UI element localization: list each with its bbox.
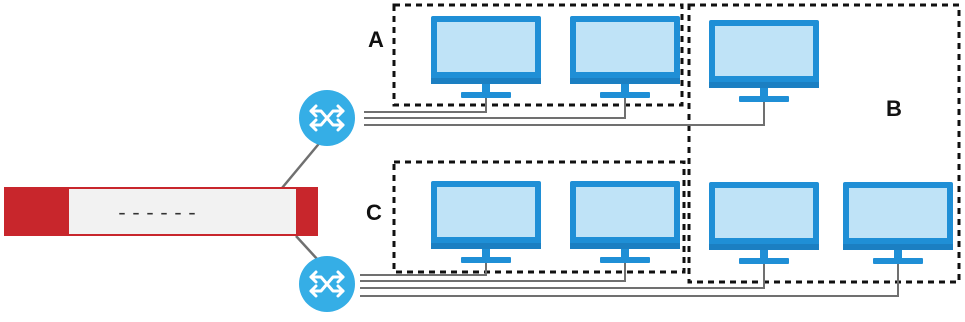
computer-icon xyxy=(431,16,541,98)
firewall-port-indicator: ------ xyxy=(116,203,200,226)
computer-icon xyxy=(570,16,680,98)
computer-icon xyxy=(843,182,953,264)
uplink-cables xyxy=(281,139,323,261)
computer-icon xyxy=(570,181,680,263)
top-switch-cables xyxy=(364,90,765,126)
zone-a-label: A xyxy=(368,27,384,52)
switch-top-icon xyxy=(299,90,355,146)
computer-icon xyxy=(709,182,819,264)
switch-bottom-icon xyxy=(299,256,355,312)
computer-icon xyxy=(709,20,819,102)
zone-c-box xyxy=(392,160,686,274)
zone-b-label: B xyxy=(886,96,902,121)
zone-b-box xyxy=(687,3,961,284)
zone-c-label: C xyxy=(366,200,382,225)
computer-icon xyxy=(431,181,541,263)
zone-a-box xyxy=(392,3,684,107)
firewall-device-icon: ------ xyxy=(4,187,318,236)
bottom-switch-cables xyxy=(360,253,899,297)
